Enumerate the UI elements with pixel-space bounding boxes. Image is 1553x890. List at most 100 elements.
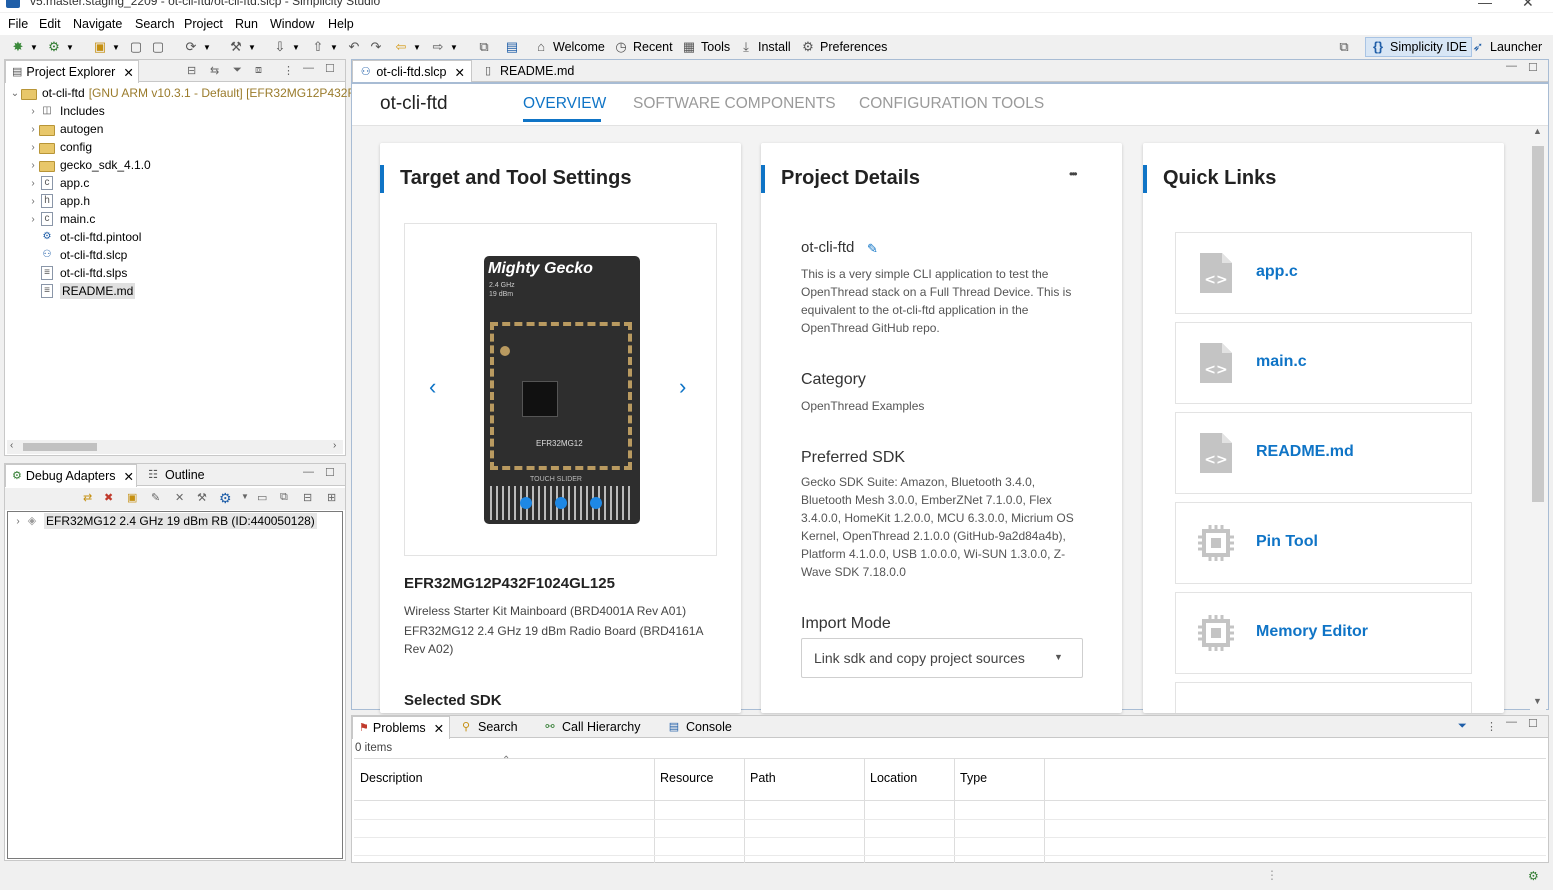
tab-project-explorer[interactable]: ▤ Project Explorer ✕ [5, 60, 139, 83]
menu-navigate[interactable]: Navigate [73, 17, 123, 31]
filter-icon[interactable]: ⏷ [233, 64, 242, 76]
quick-link[interactable]: <>README.md [1175, 412, 1472, 494]
tab-debug-adapters[interactable]: ⚙ Debug Adapters ✕ [5, 464, 137, 487]
scroll-up-icon[interactable]: ▲ [1533, 126, 1542, 136]
more-options-icon[interactable]: ••• [1069, 167, 1077, 181]
layout-icon[interactable]: ▭ [257, 492, 268, 504]
recent-button[interactable]: ◷Recent [613, 39, 672, 55]
save-icon[interactable]: ▢ [129, 39, 143, 54]
chevron-right-icon[interactable]: › [31, 159, 35, 171]
column-description[interactable]: Description [360, 771, 423, 785]
quick-link[interactable]: <>app.c [1175, 232, 1472, 314]
chevron-right-icon[interactable]: › [31, 105, 35, 117]
minimize-view-icon[interactable]: — [1506, 716, 1517, 728]
quick-link-partial[interactable] [1175, 682, 1472, 713]
tab-configuration-tools[interactable]: CONFIGURATION TOOLS [859, 95, 1045, 112]
chevron-down-icon[interactable]: ⌄ [10, 87, 20, 99]
folder-icon[interactable]: ▣ [127, 492, 138, 504]
tab-call-hierarchy[interactable]: ⚯ Call Hierarchy [536, 716, 647, 738]
chevron-right-icon[interactable]: › [31, 123, 35, 135]
remove-icon[interactable]: ✕ [175, 492, 185, 504]
tab-editor-readme[interactable]: ▯ README.md [474, 60, 580, 82]
tools-icon[interactable]: ⚒ [197, 492, 207, 504]
open-perspective-button[interactable]: ⧉ [1339, 39, 1349, 54]
minimize-icon[interactable]: — [1478, 0, 1492, 10]
tree-item[interactable]: ≡README.md [27, 282, 136, 300]
view-menu-icon[interactable]: ⋮ [1486, 721, 1497, 733]
back-icon[interactable]: ⇦▼ [395, 39, 421, 54]
close-icon[interactable]: ✕ [454, 65, 465, 80]
tab-editor-slcp[interactable]: ⚇ ot-cli-ftd.slcp ✕ [352, 60, 472, 83]
link-editor-icon[interactable]: ⇆ [210, 65, 220, 77]
install-button[interactable]: ⤓Install [738, 39, 791, 55]
preferences-button[interactable]: ⚙Preferences [800, 39, 887, 55]
close-icon[interactable]: ✕ [123, 469, 135, 484]
edit-icon[interactable]: ✎ [151, 492, 161, 504]
quick-link[interactable]: Memory Editor [1175, 592, 1472, 674]
tools-button[interactable]: ▦Tools [682, 39, 731, 54]
next-annotation-icon[interactable]: ⇩▼ [274, 39, 300, 54]
maximize-view-icon[interactable]: ☐ [325, 63, 335, 75]
menu-search[interactable]: Search [135, 17, 175, 31]
chevron-right-icon[interactable]: › [31, 177, 35, 189]
menu-run[interactable]: Run [235, 17, 258, 31]
tab-overview[interactable]: OVERVIEW [523, 95, 607, 112]
tab-console[interactable]: ▤ Console [660, 716, 738, 738]
scroll-thumb[interactable] [23, 443, 97, 451]
chevron-down-icon[interactable]: ▼ [241, 492, 249, 501]
tree-item[interactable]: ›◫Includes [27, 102, 104, 120]
tree-item[interactable]: ›config [27, 138, 92, 156]
prev-annotation-icon[interactable]: ⇧▼ [312, 39, 338, 54]
tree-item[interactable]: ⚙ot-cli-ftd.pintool [27, 228, 142, 246]
tab-problems[interactable]: ⚑ Problems ✕ [352, 716, 450, 739]
scroll-left-icon[interactable]: ‹ [10, 440, 14, 451]
console-icon[interactable]: ▤ [505, 39, 519, 54]
column-resource[interactable]: Resource [660, 771, 714, 785]
menu-help[interactable]: Help [328, 17, 354, 31]
debug-adapter-item[interactable]: › ◈ EFR32MG12 2.4 GHz 19 dBm RB (ID:4400… [12, 512, 317, 530]
tab-software-components[interactable]: SOFTWARE COMPONENTS [633, 95, 836, 112]
maximize-view-icon[interactable]: ☐ [325, 467, 335, 479]
scroll-thumb[interactable] [1532, 146, 1544, 502]
perspective-simplicity-ide[interactable]: {}Simplicity IDE [1365, 37, 1473, 57]
column-path[interactable]: Path [750, 771, 776, 785]
disconnect-icon[interactable]: ✖ [104, 492, 114, 504]
close-icon[interactable]: ✕ [433, 721, 445, 736]
save-all-icon[interactable]: ▢ [151, 39, 165, 54]
new-icon[interactable]: ▣▼ [93, 39, 120, 54]
pencil-icon[interactable]: ✎ [867, 241, 878, 256]
tab-search[interactable]: ⚲ Search [452, 716, 524, 738]
debug-tool-icon[interactable]: ✸▼ [12, 39, 38, 54]
collapse-icon[interactable]: ⊟ [303, 492, 313, 504]
welcome-button[interactable]: ⌂Welcome [533, 39, 605, 55]
build-icon[interactable]: ⚙▼ [48, 39, 74, 54]
chevron-right-icon[interactable]: › [31, 213, 35, 225]
menu-project[interactable]: Project [184, 17, 223, 31]
scroll-right-icon[interactable]: › [333, 440, 337, 451]
carousel-prev-icon[interactable]: ‹ [429, 374, 437, 399]
forward-icon[interactable]: ⇨▼ [432, 39, 458, 54]
collapse-all-icon[interactable]: ⊟ [187, 65, 197, 77]
refresh-icon[interactable]: ⟳▼ [185, 39, 211, 54]
menu-window[interactable]: Window [270, 17, 315, 31]
settings-icon[interactable]: ⚙ [219, 490, 232, 506]
hammer-icon[interactable]: ⚒▼ [230, 39, 256, 54]
view-menu-icon[interactable]: ⋮ [283, 65, 294, 77]
minimize-view-icon[interactable]: — [303, 62, 314, 74]
minimize-view-icon[interactable]: — [1506, 60, 1517, 72]
notification-icon[interactable]: ⚙ [1528, 869, 1539, 883]
minimize-view-icon[interactable]: — [303, 466, 314, 478]
chevron-right-icon[interactable]: › [31, 195, 35, 207]
scroll-down-icon[interactable]: ▼ [1533, 696, 1542, 706]
filter-icon[interactable]: ⏷ [1458, 720, 1467, 732]
column-type[interactable]: Type [960, 771, 988, 785]
menu-edit[interactable]: Edit [39, 17, 61, 31]
maximize-view-icon[interactable]: ☐ [1528, 62, 1538, 74]
quick-link[interactable]: <>main.c [1175, 322, 1472, 404]
chevron-right-icon[interactable]: › [31, 141, 35, 153]
tree-project-root[interactable]: ⌄ ot-cli-ftd [GNU ARM v10.3.1 - Default]… [10, 86, 355, 100]
tree-item[interactable]: ⚇ot-cli-ftd.slcp [27, 246, 128, 264]
perspective-launcher[interactable]: ➶Launcher [1470, 39, 1543, 55]
